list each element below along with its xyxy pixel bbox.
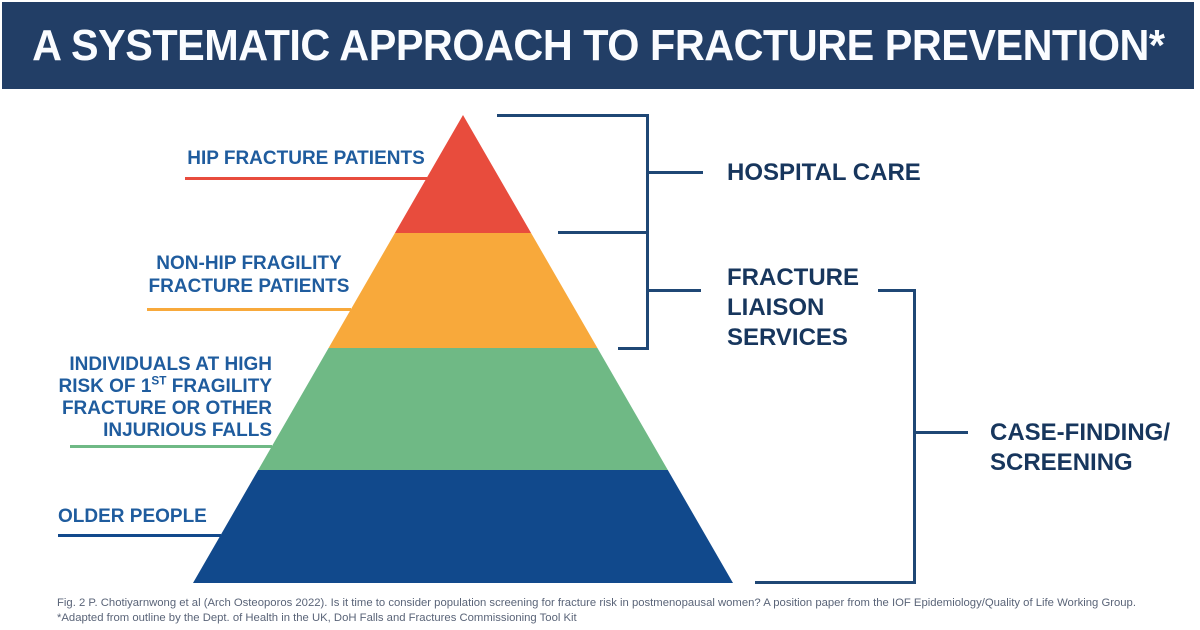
bracket-left-bottom [618, 347, 649, 350]
label-line: LIAISON [727, 294, 825, 321]
label-high-risk-individuals: INDIVIDUALS AT HIGH RISK OF 1ST FRAGILIT… [40, 354, 272, 442]
label-line: SCREENING [990, 449, 1133, 476]
caption-line-2: *Adapted from outline by the Dept. of He… [57, 612, 577, 624]
label-line: INJURIOUS FALLS [103, 420, 272, 441]
label-line: SERVICES [727, 324, 848, 351]
label-non-hip-fragility: NON-HIP FRAGILITY FRACTURE PATIENTS [147, 252, 351, 298]
underline-older-people [58, 534, 221, 537]
figure-caption: Fig. 2 P. Chotiyarnwong et al (Arch Oste… [57, 596, 1187, 626]
label-line: FRACTURE [727, 264, 859, 291]
label-line: NON-HIP FRAGILITY [156, 253, 342, 274]
label-line-part: RISK OF 1 [58, 376, 152, 397]
label-line: CASE-FINDING/ [990, 419, 1170, 446]
underline-non-hip-fragility [147, 308, 351, 311]
label-older-people: OLDER PEOPLE [58, 505, 221, 529]
slide-title: A SYSTEMATIC APPROACH TO FRACTURE PREVEN… [31, 20, 1165, 70]
bracket-right-top [878, 289, 916, 292]
bracket-right-vertical [913, 289, 916, 584]
underline-high-risk-individuals [70, 445, 272, 448]
label-fracture-liaison-services: FRACTURE LIAISON SERVICES [727, 263, 859, 353]
tick-fracture-liaison [649, 289, 701, 292]
bracket-left-mid [558, 231, 649, 234]
label-line-part: FRAGILITY [166, 376, 272, 397]
label-line: OLDER PEOPLE [58, 506, 207, 527]
label-line: HOSPITAL CARE [727, 159, 921, 186]
bracket-left-top [497, 114, 649, 117]
tick-hospital-care [649, 171, 703, 174]
label-hospital-care: HOSPITAL CARE [727, 158, 921, 188]
tick-case-finding [916, 431, 968, 434]
underline-hip-fracture-patients [185, 177, 427, 180]
prevention-pyramid [193, 115, 733, 583]
label-line: FRACTURE OR OTHER [61, 398, 272, 419]
label-hip-fracture-patients: HIP FRACTURE PATIENTS [185, 147, 427, 171]
pyramid-level-high-risk-individuals [193, 348, 733, 470]
superscript-st: ST [151, 374, 167, 388]
pyramid-level-older-people [193, 470, 733, 583]
label-line: RISK OF 1ST FRAGILITY [40, 374, 272, 398]
caption-line-1: Fig. 2 P. Chotiyarnwong et al (Arch Oste… [57, 597, 1136, 609]
header-banner: A SYSTEMATIC APPROACH TO FRACTURE PREVEN… [2, 2, 1194, 89]
label-case-finding-screening: CASE-FINDING/ SCREENING [990, 418, 1170, 478]
label-line: HIP FRACTURE PATIENTS [187, 148, 425, 169]
label-line: INDIVIDUALS AT HIGH [69, 354, 272, 375]
label-line: FRACTURE PATIENTS [148, 276, 350, 297]
bracket-right-bottom [755, 581, 916, 584]
pyramid-level-hip-fracture-patients [193, 115, 733, 233]
